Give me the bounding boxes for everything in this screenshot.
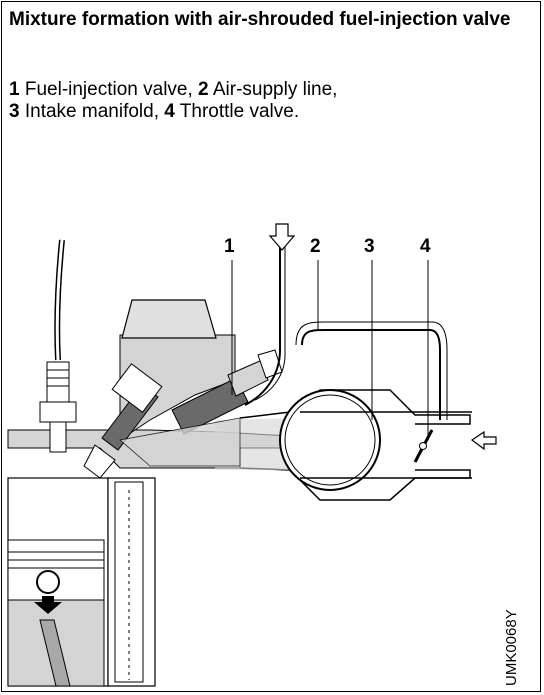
legend-number-1: 1 — [9, 79, 20, 100]
legend-text-3: Intake manifold, — [19, 101, 165, 122]
caption-line-1: 1 Fuel-injection valve, 2 Air-supply lin… — [9, 79, 519, 101]
legend-text-4: Throttle valve. — [174, 101, 300, 122]
callout-2: 2 — [310, 236, 321, 257]
valve-spring — [111, 363, 163, 413]
piston-down-arrow-icon — [34, 596, 62, 614]
legend-text-1: Fuel-injection valve, — [19, 79, 199, 100]
spark-plug — [39, 361, 77, 453]
figure-caption: 1 Fuel-injection valve, 2 Air-supply lin… — [9, 79, 519, 123]
callout-3: 3 — [364, 236, 375, 257]
piston — [7, 539, 105, 687]
callout-1: 1 — [224, 236, 235, 257]
valve-cover — [121, 299, 217, 339]
fuel-injection-valve — [171, 377, 249, 435]
image-code: UMK0068Y — [503, 609, 520, 686]
air-intake-arrow-icon — [470, 430, 497, 451]
air-supply-line — [244, 240, 441, 420]
air-inlet-arrow-icon — [268, 223, 296, 251]
piston-pin-icon — [36, 570, 60, 594]
legend-number-3: 3 — [9, 101, 20, 122]
figure-title: Mixture formation with air-shrouded fuel… — [9, 9, 511, 30]
legend-number-4: 4 — [164, 101, 175, 122]
caption-line-2: 3 Intake manifold, 4 Throttle valve. — [9, 101, 519, 123]
legend-number-2: 2 — [198, 79, 209, 100]
legend-text-2: Air-supply line, — [208, 79, 338, 100]
throttle-valve — [413, 429, 434, 463]
callout-4: 4 — [420, 236, 431, 257]
